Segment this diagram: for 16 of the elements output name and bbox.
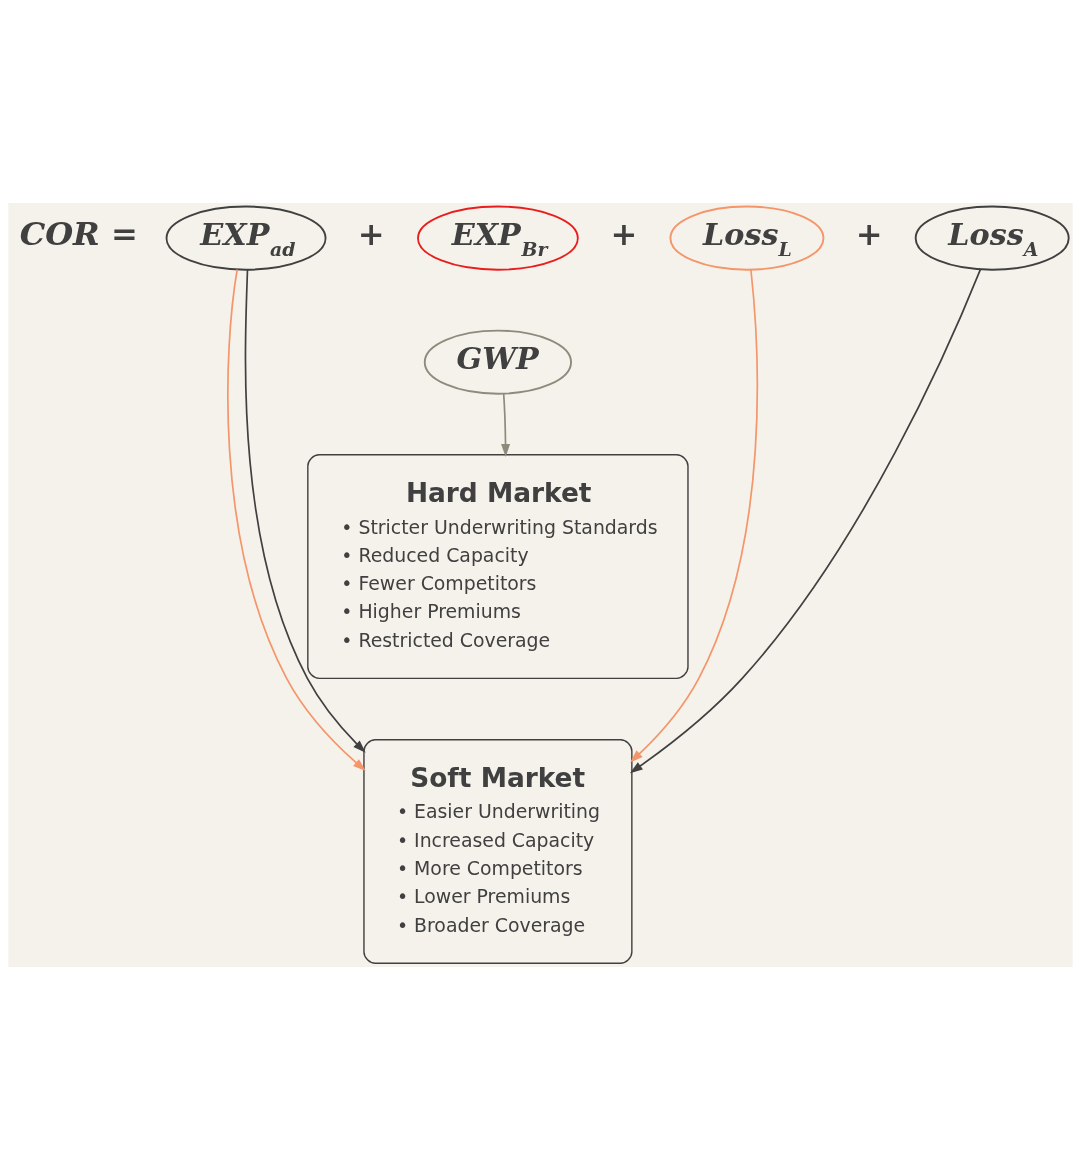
arrow <box>630 268 759 763</box>
label: + <box>855 215 883 254</box>
node-ellipse: Loss$_{L}$ <box>669 205 825 271</box>
node-ellipse: GWP <box>423 329 572 395</box>
node-ellipse: EXP$_{ad}$ <box>165 205 327 271</box>
node-box: Soft Market • Easier Underwriting • Increased Capacity • More Competitors • Lower Premiums • Broader Coverage <box>363 738 633 964</box>
label: + <box>610 215 638 254</box>
label: COR = <box>19 215 138 254</box>
node-ellipse: EXP$_{Br}$ <box>417 205 579 271</box>
node-ellipse: Loss$_{A}$ <box>914 205 1070 271</box>
arrow <box>244 268 366 753</box>
arrow <box>227 268 366 771</box>
node-box: Hard Market • Stricter Underwriting Standards • Reduced Capacity • Fewer Competitors • Higher Premiums • Restricted Coverage <box>307 454 689 680</box>
arrow <box>501 392 511 457</box>
arrow <box>629 268 982 774</box>
label: + <box>357 215 385 254</box>
